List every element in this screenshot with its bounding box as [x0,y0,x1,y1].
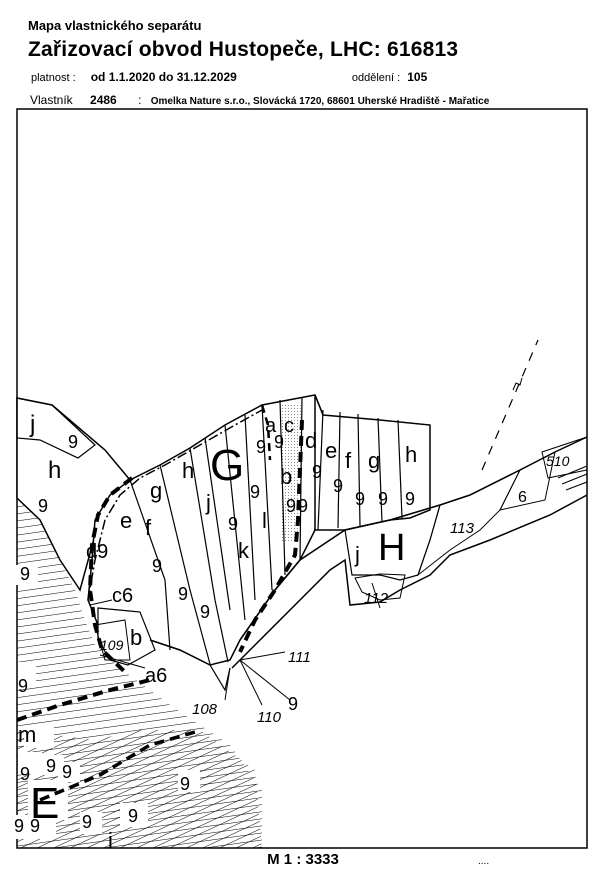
svg-text:9: 9 [82,812,92,832]
validity-label: platnost : [31,72,76,84]
label-c: c [284,415,294,437]
label-h-east: h [405,442,417,467]
road-south-edge [231,494,588,669]
svg-text:9: 9 [312,462,322,482]
label-j-H: j [354,542,360,567]
division-label: oddělení : [351,72,401,84]
svg-text:9: 9 [20,764,30,784]
svg-text:9: 9 [62,762,72,782]
map-subtitle: Mapa vlastnického separátu [28,18,202,33]
label-i: i [108,828,113,853]
dashed-line-ne [481,339,539,471]
label-a6: a6 [145,665,167,687]
svg-text:9: 9 [250,482,260,502]
label-E: E [30,779,59,828]
owner-label: Vlastník [30,93,73,107]
svg-text:9: 9 [20,564,30,584]
label-j-west: j [29,411,35,438]
label-109: 109 [100,637,124,653]
stand-510 [541,436,588,479]
label-j: j [205,490,211,515]
label-111: 111 [288,649,311,666]
fan-dividers [129,397,303,665]
nine-labels: 9 9 9 9 9 9 9 9 9 9 9 9 9 9 9 9 9 9 9 9 … [14,432,415,836]
ownership-boundary-west [87,476,134,674]
label-d-east: d [305,428,317,453]
stand-j-west [16,397,96,459]
label-510: 510 [546,453,570,469]
label-110: 110 [257,709,282,726]
label-g: g [150,478,162,503]
hatched-stand-south [17,730,262,848]
footer-dots: .... [478,856,490,867]
label-H: H [378,527,405,569]
svg-text:9: 9 [38,496,48,516]
label-k: k [238,538,250,563]
svg-text:9: 9 [178,584,188,604]
svg-text:9: 9 [14,816,24,836]
svg-text:9: 9 [274,432,284,452]
svg-text:9: 9 [286,496,296,516]
map-title: Zařizovací obvod Hustopeče, LHC: 616813 [28,38,459,61]
svg-text:9: 9 [228,514,238,534]
svg-text:9: 9 [200,602,210,622]
map-scale: M 1 : 3333 [267,851,339,868]
owner-separator: : [138,93,142,107]
label-e-east: e [325,438,337,463]
owner-text: Omelka Nature s.r.o., Slovácká 1720, 686… [150,96,490,107]
svg-text:9: 9 [18,676,28,696]
ownership-boundary-south [16,678,151,722]
svg-text:9: 9 [256,437,266,457]
svg-text:9: 9 [288,694,298,714]
division-value: 105 [407,70,428,84]
validity-row: platnost : od 1.1.2020 do 31.12.2029 odd… [31,70,427,84]
label-g-east: g [368,448,380,473]
label-h-west: h [48,457,61,484]
label-b-sw: b [130,625,142,650]
svg-text:9: 9 [378,489,388,509]
owner-id: 2486 [90,93,117,107]
label-f: f [145,515,152,540]
label-c6: c6 [112,585,133,607]
label-b: b [280,464,292,489]
svg-text:9: 9 [128,806,138,826]
label-m: m [18,722,36,747]
label-d9: d9 [86,541,108,563]
east-dividers [317,409,403,531]
svg-text:9: 9 [180,774,190,794]
label-113: 113 [450,520,475,537]
ownership-boundary-east [238,419,304,653]
label-112: 112 [364,590,389,607]
svg-text:9: 9 [405,489,415,509]
dashdot-boundary [87,409,263,601]
label-l: l [262,508,267,533]
svg-text:9: 9 [30,816,40,836]
svg-text:9: 9 [152,556,162,576]
stand-113 [416,468,522,577]
label-f-east: f [345,448,352,473]
label-6: 6 [518,489,527,506]
svg-text:9: 9 [298,496,308,516]
svg-text:9: 9 [333,476,343,496]
leader-lines [89,599,291,706]
stand-510-hatch [557,465,588,491]
label-a: a [265,415,277,437]
svg-text:9: 9 [68,432,78,452]
label-e: e [120,508,132,533]
label-h: h [182,458,194,483]
validity-value: od 1.1.2020 do 31.12.2029 [90,70,237,84]
label-108: 108 [192,701,218,718]
stand-112 [354,573,406,601]
svg-text:9: 9 [355,489,365,509]
owner-row: Vlastník 2486 : Omelka Nature s.r.o., Sl… [30,93,489,107]
label-G: G [210,441,244,490]
svg-text:9: 9 [46,756,56,776]
